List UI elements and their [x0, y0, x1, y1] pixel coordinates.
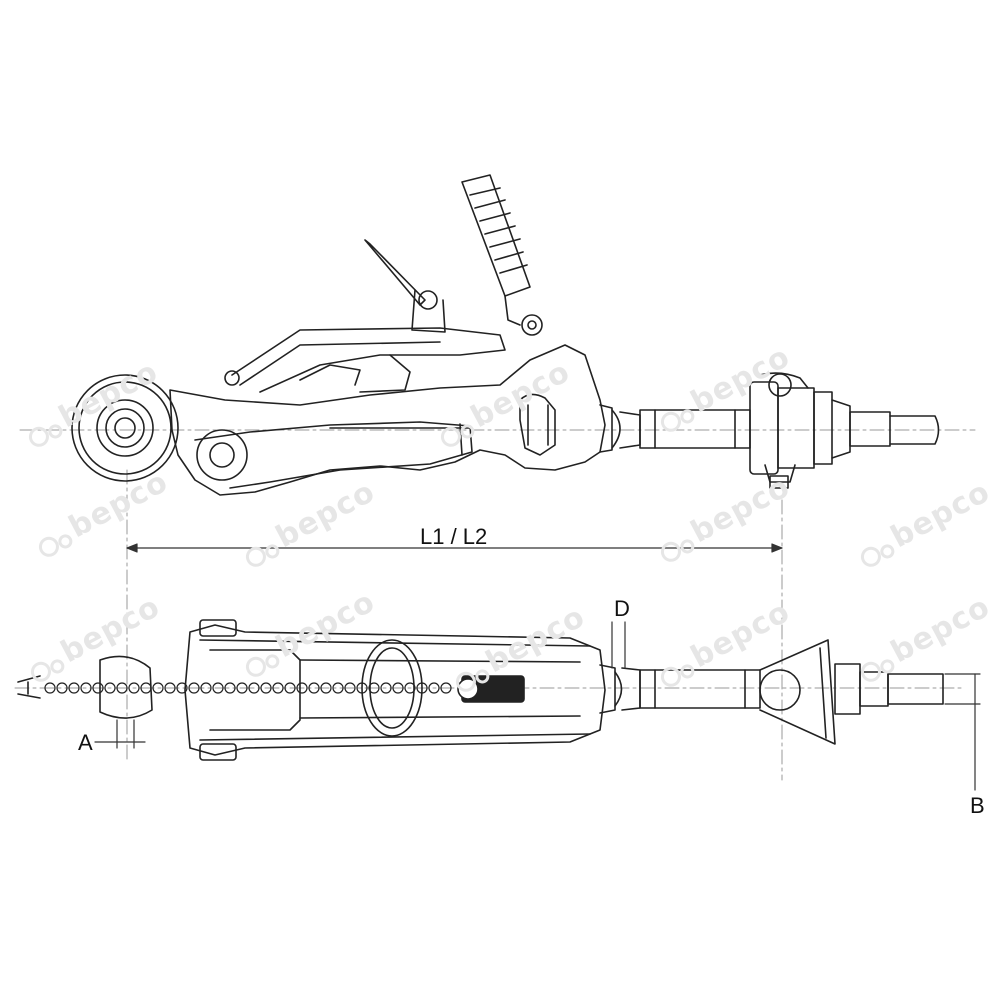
hook-body: [169, 344, 606, 496]
hook-housing-top: [184, 624, 606, 756]
ball-end-top: [99, 655, 153, 719]
length-label: L1 / L2: [420, 524, 488, 549]
dimension-a: [94, 719, 146, 749]
dimension-d-label: D: [614, 596, 630, 621]
ball-eye-outer: [71, 374, 179, 482]
side-view: [71, 174, 940, 496]
top-view: [17, 619, 944, 761]
release-lever: [461, 174, 531, 297]
dimension-b-label: B: [970, 793, 985, 818]
dimension-b: [944, 673, 981, 791]
dimension-d: [611, 621, 626, 669]
dimension-a-label: A: [78, 730, 93, 755]
